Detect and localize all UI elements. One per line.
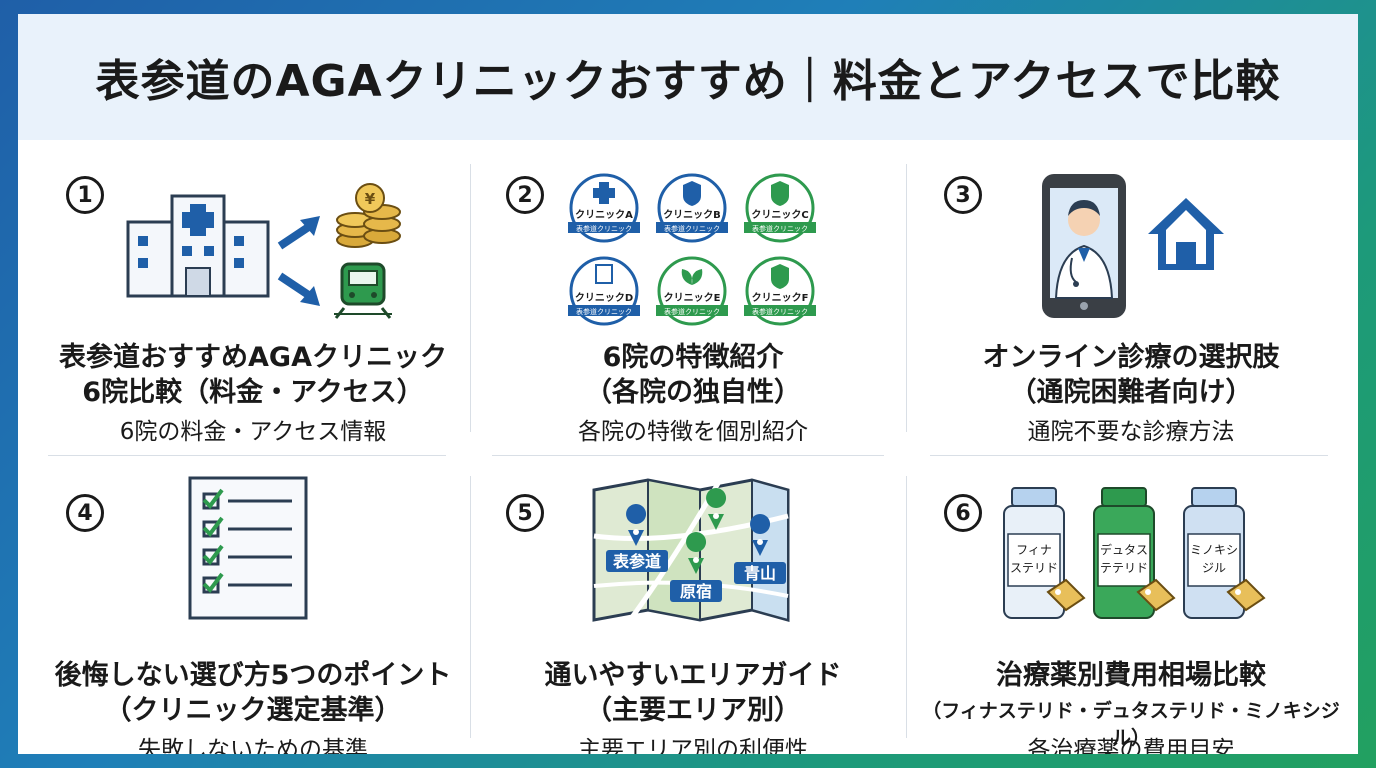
- card-subtitle: 各院の特徴を個別紹介: [578, 419, 808, 445]
- card-number: 2: [506, 176, 544, 214]
- clinic-badge: クリニックA 表参道クリニック: [568, 173, 640, 243]
- card-title-line2: 6院比較（料金・アクセス）: [82, 377, 424, 408]
- clinic-badge: クリニックC 表参道クリニック: [744, 173, 816, 243]
- svg-text:表参道: 表参道: [612, 552, 661, 571]
- svg-text:表参道クリニック: 表参道クリニック: [576, 224, 632, 233]
- svg-text:表参道クリニック: 表参道クリニック: [664, 224, 720, 233]
- card-clinic-comparison: 1 ¥: [30, 158, 476, 458]
- card-title-line1: 通いやすいエリアガイド: [544, 660, 842, 691]
- clinic-badge: クリニックB 表参道クリニック: [656, 173, 728, 243]
- svg-text:表参道クリニック: 表参道クリニック: [752, 307, 808, 316]
- card-subtitle: 6院の料金・アクセス情報: [119, 419, 387, 445]
- map-pin-icon: [750, 514, 771, 556]
- card-title-line2: （フィナステリド・デュタステリド・ミノキシジル）: [922, 700, 1340, 749]
- svg-text:クリニックF: クリニックF: [752, 292, 809, 304]
- card-title-line1: 表参道おすすめAGAクリニック: [59, 342, 447, 373]
- card-title-line2: （主要エリア別）: [585, 695, 801, 726]
- card-subtitle: 通院不要な診療方法: [1027, 419, 1235, 445]
- card-selection-points: 4 後悔しない選び方5つのポイント （クリニック選定基準） 失敗しないための基準: [30, 476, 476, 754]
- infographic-frame: 表参道のAGAクリニックおすすめ｜料金とアクセスで比較 1: [18, 14, 1358, 754]
- header: 表参道のAGAクリニックおすすめ｜料金とアクセスで比較: [18, 14, 1358, 140]
- card-title-line1: オンライン診療の選択肢: [982, 342, 1280, 373]
- card-number: 1: [66, 176, 104, 214]
- svg-text:ミノキシ: ミノキシ: [1190, 543, 1238, 557]
- svg-text:表参道クリニック: 表参道クリニック: [752, 224, 808, 233]
- hospital-cost-access-icon: ¥: [126, 183, 401, 319]
- divider: [906, 164, 907, 432]
- svg-text:クリニックB: クリニックB: [663, 209, 721, 221]
- card-title-line2: （クリニック選定基準）: [104, 695, 402, 726]
- svg-text:クリニックA: クリニックA: [575, 209, 633, 221]
- map-pin-icon: [706, 488, 727, 530]
- medicine-bottles-illustration: フィナ ステリド デュタス テテリド ミノキシ ジル: [1003, 487, 1266, 619]
- card-number: 6: [944, 494, 982, 532]
- svg-text:クリニックE: クリニックE: [664, 292, 721, 304]
- medicine-bottle: フィナ ステリド: [1003, 487, 1086, 619]
- map-pin-icon: [626, 504, 647, 546]
- checklist-icon: [188, 476, 308, 620]
- card-title-line2: （通院困難者向け）: [1009, 377, 1253, 408]
- card-area-guide: 5 表参道 原宿 青山 通: [470, 476, 916, 754]
- card-title-line1: 6院の特徴紹介: [602, 342, 784, 373]
- clinic-badges-illustration: クリニックA 表参道クリニック クリニックB 表参道クリニック クリニックC 表…: [568, 173, 816, 326]
- svg-text:ジル: ジル: [1202, 561, 1226, 575]
- divider: [48, 455, 446, 456]
- svg-text:ステリド: ステリド: [1010, 561, 1058, 575]
- card-subtitle: 主要エリア別の利便性: [578, 737, 808, 754]
- svg-text:表参道クリニック: 表参道クリニック: [576, 307, 632, 316]
- divider: [930, 455, 1328, 456]
- svg-text:原宿: 原宿: [680, 582, 712, 601]
- divider: [470, 476, 471, 738]
- card-number: 4: [66, 494, 104, 532]
- clinic-badge: クリニックF 表参道クリニック: [744, 256, 816, 326]
- medicine-bottle: デュタス テテリド: [1093, 487, 1176, 619]
- svg-text:フィナ: フィナ: [1016, 543, 1052, 557]
- map-pin-icon: [686, 532, 707, 574]
- card-online-consultation: 3 オンライン診療の選択肢 （通院困難者向け） 通院不要な診療方法: [908, 158, 1354, 458]
- svg-text:クリニックC: クリニックC: [751, 209, 808, 221]
- card-medicine-cost: 6 フィナ ステリド デュタス テテリド: [908, 476, 1354, 754]
- svg-text:表参道クリニック: 表参道クリニック: [664, 307, 720, 316]
- divider: [906, 476, 907, 738]
- svg-text:テテリド: テテリド: [1100, 561, 1148, 575]
- card-title-line2: （各院の独自性）: [585, 377, 801, 408]
- svg-text:デュタス: デュタス: [1100, 542, 1148, 557]
- area-map-illustration: 表参道 原宿 青山: [592, 478, 790, 622]
- svg-text:¥: ¥: [365, 190, 376, 208]
- smartphone-doctor-home-icon: [1042, 174, 1224, 318]
- divider: [470, 164, 471, 432]
- card-subtitle: 失敗しないための基準: [138, 737, 368, 754]
- divider: [492, 455, 884, 456]
- page-title: 表参道のAGAクリニックおすすめ｜料金とアクセスで比較: [95, 56, 1281, 107]
- clinic-badge: クリニックD 表参道クリニック: [568, 256, 640, 326]
- card-title-line1: 治療薬別費用相場比較: [996, 660, 1266, 691]
- medicine-bottle: ミノキシ ジル: [1183, 487, 1266, 619]
- card-clinic-features: 2 クリニックA 表参道クリニック クリニックB 表参道クリニック クリニックC: [470, 158, 916, 458]
- card-subtitle: 各治療薬の費用目安: [1027, 737, 1235, 754]
- clinic-badge: クリニックE 表参道クリニック: [656, 256, 728, 326]
- svg-text:青山: 青山: [744, 564, 776, 583]
- card-number: 3: [944, 176, 982, 214]
- card-title-line1: 後悔しない選び方5つのポイント: [54, 660, 452, 691]
- card-number: 5: [506, 494, 544, 532]
- svg-text:クリニックD: クリニックD: [575, 292, 633, 304]
